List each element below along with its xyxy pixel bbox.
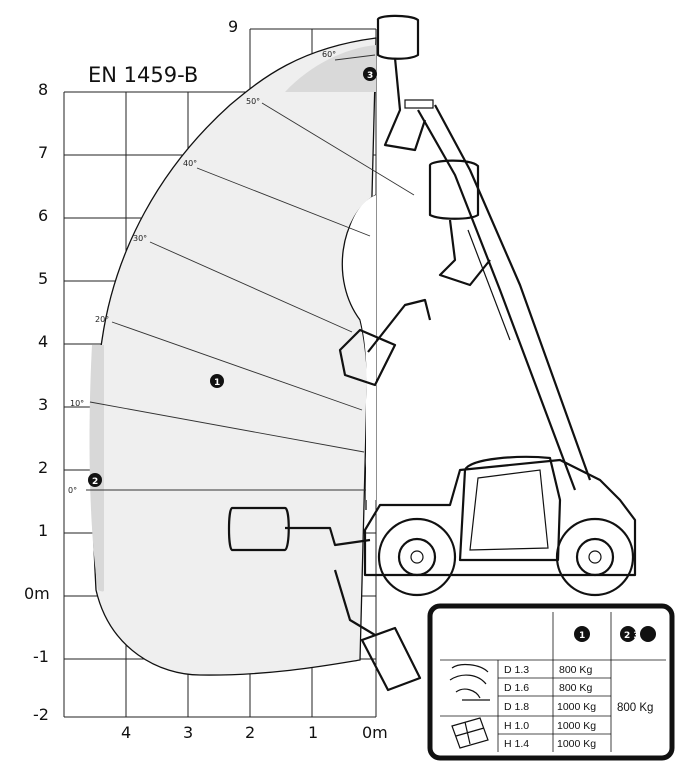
y-tick-label: 9	[228, 17, 238, 36]
angle-label: 50°	[246, 97, 260, 106]
table-row-code: D 1.6	[504, 682, 529, 694]
y-tick-label: 1	[38, 521, 48, 540]
x-axis-labels: 4 3 2 1 0m	[121, 723, 388, 742]
table-row-code: H 1.0	[504, 720, 529, 732]
table-header-1: 1	[574, 626, 590, 642]
table-load-2-3: 800 Kg	[617, 702, 653, 714]
table-row-load: 1000 Kg	[557, 701, 596, 713]
y-tick-label: 5	[38, 269, 48, 288]
y-tick-label: 4	[38, 332, 48, 351]
x-tick-label: 1	[308, 723, 318, 742]
table-row-load: 1000 Kg	[557, 738, 596, 750]
x-tick-label: 4	[121, 723, 131, 742]
y-tick-label: 7	[38, 143, 48, 162]
angle-label: 0°	[68, 486, 77, 495]
x-tick-label: 0m	[362, 723, 388, 742]
table-header-2-3: 2 3	[620, 626, 656, 642]
angle-label: 40°	[183, 159, 197, 168]
clamp-attachment-icon	[449, 663, 490, 701]
working-envelope	[89, 37, 377, 676]
table-row-code: H 1.4	[504, 738, 529, 750]
angle-label: 60°	[322, 50, 336, 59]
zone-marker-1: 1	[210, 374, 224, 388]
telehandler-machine	[227, 14, 637, 692]
table-row-load: 1000 Kg	[557, 720, 596, 732]
load-table: 1 2 3 D 1.3 800 Kg D 1.6 800 Kg D 1.8 10…	[427, 603, 675, 761]
table-row-load: 800 Kg	[559, 664, 592, 676]
y-tick-label: -1	[33, 647, 49, 666]
y-tick-label: -2	[33, 705, 49, 724]
y-axis-labels: 9 8 7 6 5 4 3 2 1 0m -1 -2	[24, 17, 238, 724]
table-header-label: 2 3	[624, 631, 640, 641]
angle-rays	[86, 54, 415, 491]
zone-marker-label: 2	[92, 477, 98, 487]
angle-label: 10°	[70, 399, 84, 408]
x-tick-label: 3	[183, 723, 193, 742]
zone-marker-label: 3	[367, 71, 373, 81]
zone-marker-2: 2	[88, 473, 102, 487]
x-tick-label: 2	[245, 723, 255, 742]
table-row-load: 800 Kg	[559, 682, 592, 694]
zone-marker-label: 1	[214, 378, 220, 388]
y-tick-label: 2	[38, 458, 48, 477]
standard-title: EN 1459-B	[88, 63, 198, 87]
table-row-code: D 1.8	[504, 701, 529, 713]
y-tick-label: 8	[38, 80, 48, 99]
table-row-code: D 1.3	[504, 664, 529, 676]
zone-marker-3: 3	[363, 67, 377, 81]
angle-label-group: 60° 50° 40° 30° 20° 10° 0°	[68, 50, 336, 495]
y-tick-label: 3	[38, 395, 48, 414]
reel-attachment-icon	[451, 717, 489, 749]
y-tick-label: 6	[38, 206, 48, 225]
angle-label: 20°	[95, 315, 109, 324]
y-tick-label: 0m	[24, 584, 50, 603]
table-header-label: 1	[579, 631, 585, 641]
angle-label: 30°	[133, 234, 147, 243]
